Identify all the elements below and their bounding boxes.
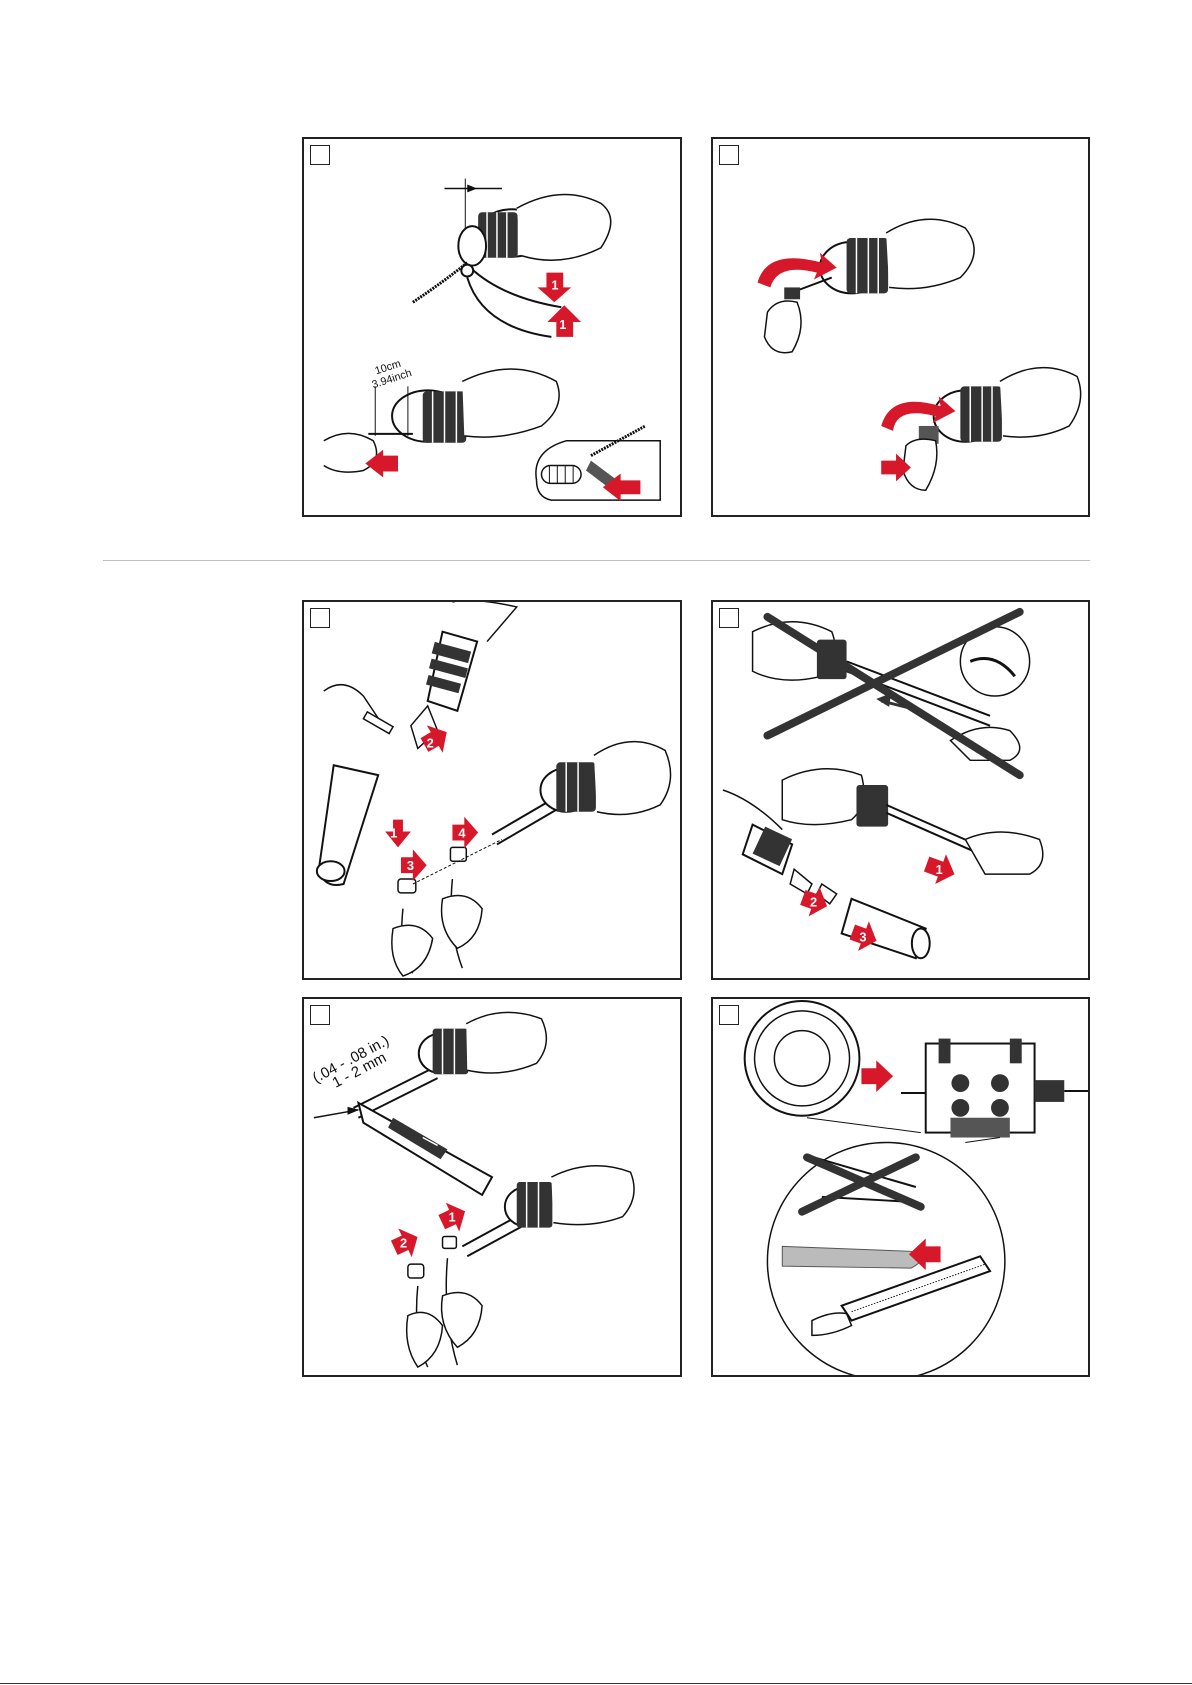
figure-panel-insert-liner: 1 2 3 [711,600,1090,980]
wire-spool-icon [745,1001,860,1116]
step-number: 3 [407,858,414,873]
welding-torch-hand-icon [713,139,1088,515]
step-number: 1 [551,277,558,292]
figure-panel-screw-nozzle [711,137,1090,517]
step-number: 2 [427,735,434,750]
cutter-knife-icon [358,1103,492,1195]
figure-panel-cut-liner: 1 1 10cm 3.94inch [302,137,682,517]
step-number: 4 [458,825,466,840]
step-number: 3 [859,929,866,944]
step-number: 2 [810,895,817,910]
step-number: 1 [559,317,566,332]
welding-torch-hand-icon: 1 1 10cm 3.94inch [304,139,680,515]
figure-panel-disassemble-nozzle: 2 1 3 4 [302,600,682,980]
figure-panel-feed-wire [711,997,1090,1377]
step-number: 1 [390,825,397,840]
step-number: 1 [448,1210,455,1225]
section-divider [103,560,1090,561]
footer-rule [0,1683,1192,1684]
figure-panel-trim-liner: (.04 - .08 in.) 1 - 2 mm 1 2 [302,997,682,1377]
wire-feeder-icon [901,1039,1088,1138]
step-number: 2 [400,1235,407,1250]
step-number: 1 [936,862,943,877]
wrench-icon: 2 1 3 4 [304,602,680,978]
